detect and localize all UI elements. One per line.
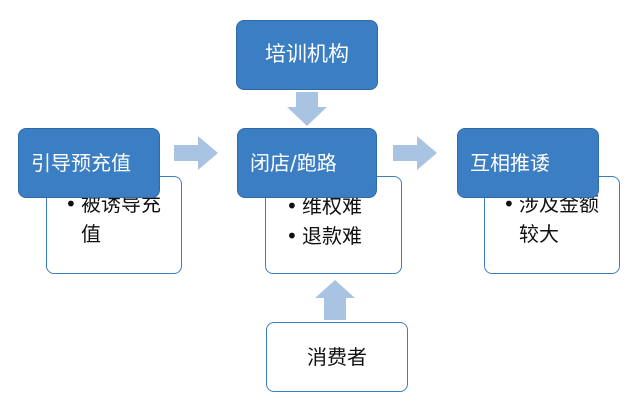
col2-bullet-1: 维权难 bbox=[280, 191, 393, 221]
arrow-right-icon bbox=[393, 136, 437, 170]
arrow-down-icon bbox=[287, 92, 327, 126]
col3-bullet-1: 涉及金额较大 bbox=[497, 189, 611, 249]
col2-heading-node: 闭店/跑路 bbox=[237, 128, 377, 198]
training-institution-label: 培训机构 bbox=[265, 42, 349, 67]
training-institution-node: 培训机构 bbox=[236, 20, 378, 90]
arrow-up-icon bbox=[315, 280, 355, 320]
consumer-label: 消费者 bbox=[307, 345, 367, 369]
col3-heading-node: 互相推诿 bbox=[457, 128, 599, 198]
col1-bullet-1: 被诱导充值 bbox=[59, 189, 173, 249]
col3-heading-label: 互相推诿 bbox=[470, 151, 550, 175]
col2-bullet-2: 退款难 bbox=[280, 221, 393, 251]
col2-heading-label: 闭店/跑路 bbox=[250, 151, 337, 175]
col1-heading-label: 引导预充值 bbox=[31, 151, 131, 175]
arrow-right-icon bbox=[174, 136, 218, 170]
col1-heading-node: 引导预充值 bbox=[18, 128, 160, 198]
consumer-node: 消费者 bbox=[266, 322, 408, 392]
